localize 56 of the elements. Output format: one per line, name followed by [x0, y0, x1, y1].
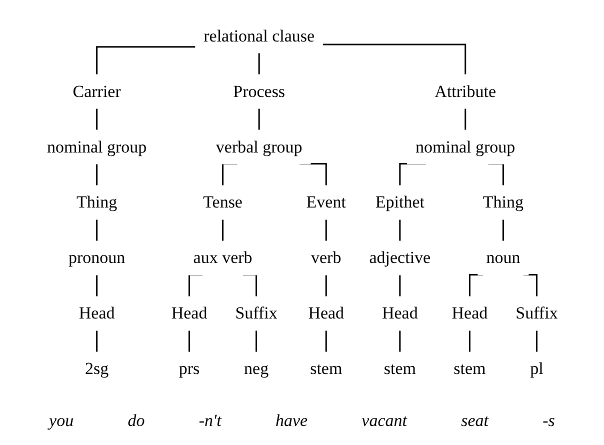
node-text: Thing [482, 192, 524, 212]
node-text: stem [310, 359, 342, 378]
connector [96, 46, 196, 75]
connector [536, 330, 538, 352]
connector [188, 330, 190, 352]
connector [96, 218, 98, 242]
node-text: Event [306, 192, 346, 212]
connector [96, 163, 98, 186]
word-label: have [275, 411, 308, 431]
node-text: prs [178, 359, 200, 378]
word-label: vacant [362, 411, 407, 431]
word-label: do [128, 411, 145, 431]
node-text: neg [244, 359, 268, 378]
word-label: seat [461, 411, 488, 431]
node-text: Head [451, 304, 488, 323]
word-label: -s [542, 411, 555, 431]
node-text: Suffix [234, 304, 277, 323]
connector [96, 274, 98, 297]
node-text: 2sg [84, 359, 108, 378]
connector [258, 52, 260, 75]
node-text: Attribute [434, 82, 496, 101]
connector [468, 330, 470, 352]
word-label: -n't [198, 411, 222, 431]
node-text: Tense [202, 192, 242, 212]
connector [398, 330, 400, 352]
node-text: Thing [76, 192, 117, 212]
connector [258, 108, 260, 130]
connector [322, 44, 466, 75]
node-text: Head [308, 304, 344, 323]
connector [324, 218, 326, 242]
word-label: you [49, 411, 74, 431]
connector [502, 218, 504, 242]
node-text: Epithet [374, 192, 424, 212]
node-text: stem [383, 359, 416, 378]
connector [255, 330, 257, 352]
connector [96, 330, 98, 352]
node-text: verb [310, 248, 341, 268]
connector [222, 218, 224, 242]
connector [464, 108, 466, 130]
connector [324, 330, 326, 352]
node-text: Head [382, 304, 418, 323]
node-text: Carrier [72, 82, 120, 101]
node-text: Suffix [515, 304, 558, 323]
connector [398, 274, 400, 297]
connector [398, 218, 400, 242]
node-text: relational clause [203, 26, 314, 46]
node-text: pronoun [68, 248, 125, 268]
node-text: stem [453, 359, 486, 378]
connector [96, 108, 98, 130]
node-text: Head [78, 304, 114, 323]
node-text: Head [170, 304, 207, 323]
connector [324, 274, 326, 297]
node-text: Process [232, 82, 285, 101]
node-text: nominal group [46, 137, 146, 156]
node-text: adjective [368, 248, 430, 268]
node-text: pl [530, 359, 543, 378]
